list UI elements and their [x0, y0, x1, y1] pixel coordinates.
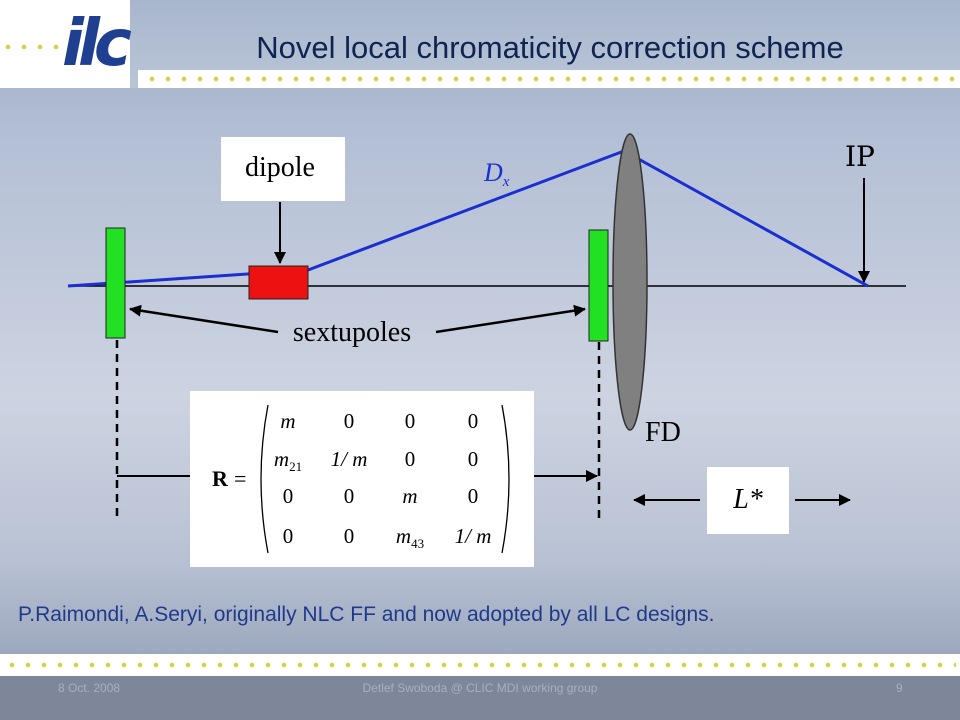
- dipole-label-box: [221, 137, 345, 201]
- matrix-symbol: R: [212, 466, 229, 491]
- dispersion-label: Dx: [483, 158, 510, 190]
- footer-strip: [0, 654, 960, 676]
- fd-label: FD: [645, 417, 681, 448]
- dipole-magnet: [248, 265, 309, 300]
- lstar-label-box: [707, 467, 789, 534]
- slide-number: 9: [896, 681, 903, 695]
- matrix-r1-c1: m: [280, 409, 295, 433]
- transfer-matrix-box: R = m 0 0 0 m21 1/ m 0 0 0 0 m 0 0 0 m43…: [190, 391, 534, 567]
- dispersion-symbol: D: [483, 158, 503, 187]
- footer-dot-row: [4, 662, 956, 668]
- title-underline-strip: [138, 70, 960, 88]
- matrix-equals: =: [234, 466, 246, 491]
- matrix-r1-c2: 0: [344, 409, 355, 433]
- ilc-logo-text: ilc: [62, 7, 132, 81]
- transfer-matrix: R = m 0 0 0 m21 1/ m 0 0 0 0 m 0 0 0 m43…: [212, 404, 510, 554]
- matrix-r2-c3: 0: [405, 447, 416, 471]
- matrix-r4-c3: m43: [396, 524, 424, 551]
- matrix-r1-c4: 0: [468, 409, 479, 433]
- sextupole-arrow-right: [435, 304, 586, 334]
- matrix-left-bracket: [260, 404, 269, 554]
- footer-center: Detlef Swoboda @ CLIC MDI working group: [362, 681, 598, 695]
- matrix-r4-c1: 0: [283, 524, 294, 548]
- matrix-r1-c3: 0: [405, 409, 416, 433]
- sextupole-left: [105, 227, 126, 339]
- title-dot-row: [144, 76, 960, 82]
- credit-line: P.Raimondi, A.Seryi, originally NLC FF a…: [18, 603, 715, 626]
- matrix-r3-c2: 0: [344, 484, 355, 508]
- sextupole-arrow-left: [129, 304, 279, 334]
- dispersion-subscript: x: [502, 174, 510, 190]
- lstar-label: L*: [732, 484, 763, 515]
- matrix-r2-c2: 1/ m: [331, 447, 368, 471]
- sextupole-right: [588, 229, 609, 342]
- ip-label: IP: [845, 140, 875, 173]
- final-doublet-lens: [612, 133, 648, 431]
- dipole-label: dipole: [245, 152, 315, 183]
- matrix-r4-c4: 1/ m: [455, 524, 492, 548]
- matrix-r3-c4: 0: [468, 484, 479, 508]
- beam-trajectory: [67, 149, 869, 288]
- matrix-right-bracket: [501, 404, 510, 554]
- footer-bar: [0, 676, 960, 720]
- sextupoles-label: sextupoles: [293, 317, 411, 348]
- footer-date: 8 Oct. 2008: [58, 681, 121, 695]
- logo-dot-row: [0, 44, 62, 50]
- matrix-r2-c1: m21: [274, 447, 302, 474]
- matrix-r3-c3: m: [402, 484, 417, 508]
- matrix-r3-c1: 0: [283, 484, 294, 508]
- matrix-r4-c2: 0: [344, 524, 355, 548]
- slide-title: Novel local chromaticity correction sche…: [256, 30, 844, 65]
- matrix-r2-c4: 0: [468, 447, 479, 471]
